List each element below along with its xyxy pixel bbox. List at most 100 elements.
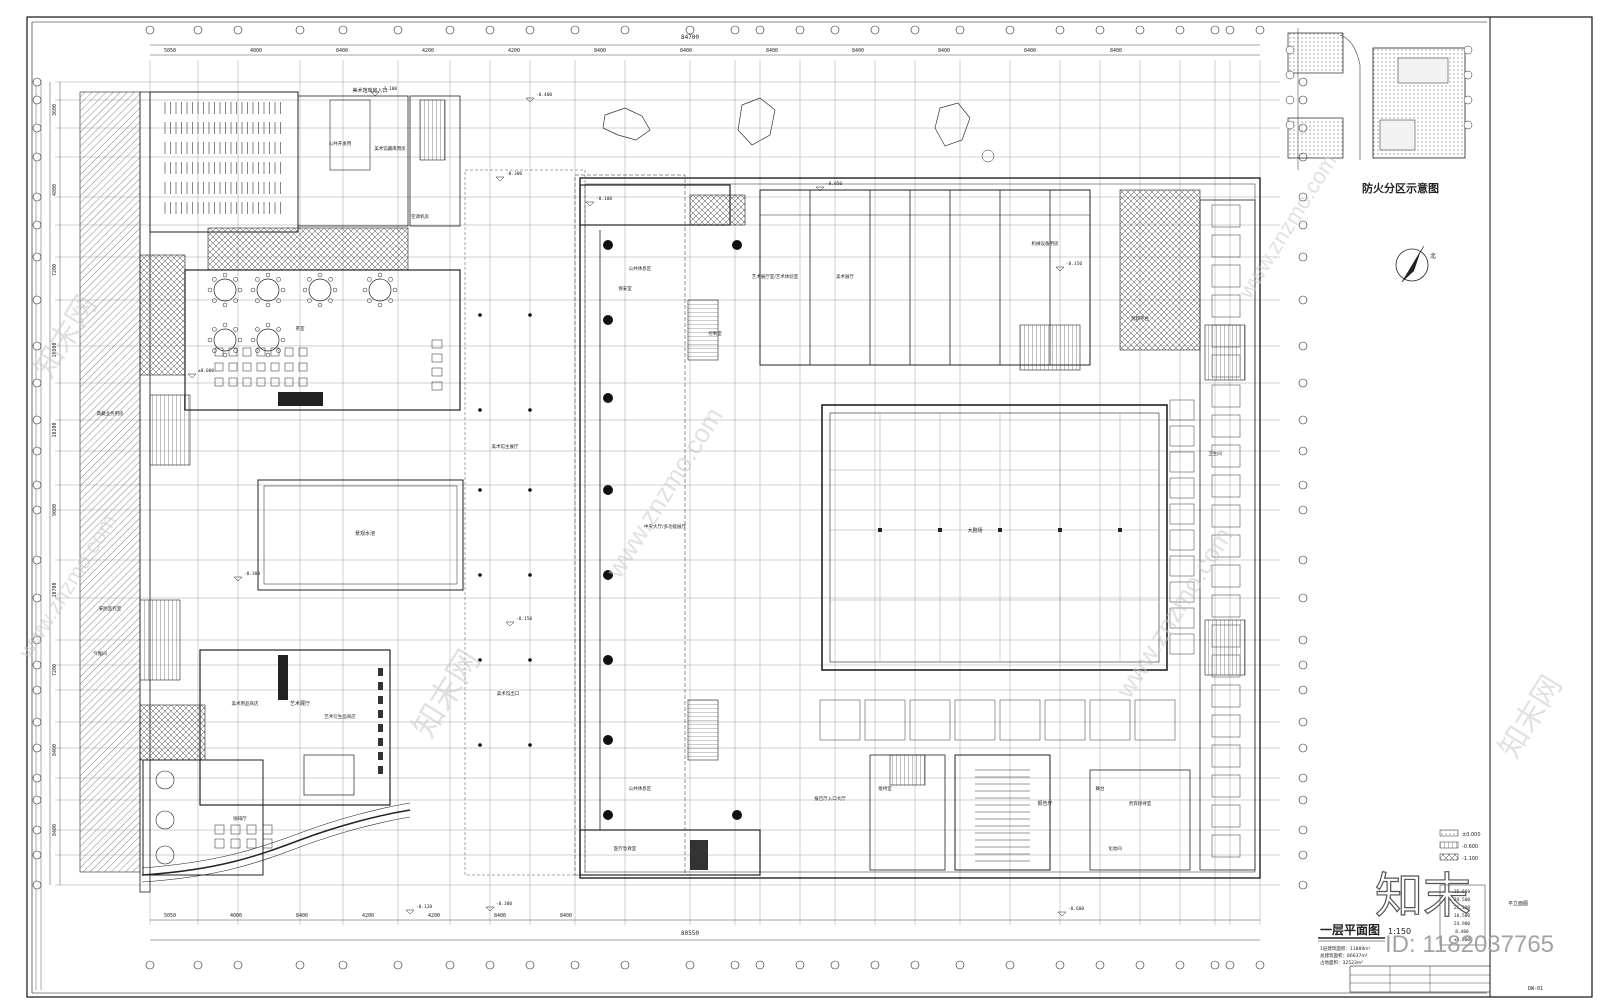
watermark-url: www.znzmo.com: [1109, 522, 1238, 704]
grid-bubble: [685, 960, 695, 970]
chair: [276, 277, 281, 282]
service-room: [1169, 451, 1195, 473]
service-room: [1211, 534, 1241, 558]
keyplan-bubble: [1463, 120, 1473, 130]
grid-axis-bubbles: [32, 25, 1308, 970]
plan-stat: 占地面积：32523m²: [1320, 959, 1363, 966]
pool-outline: [257, 479, 464, 591]
chair: [237, 337, 243, 343]
chair: [222, 272, 228, 278]
grid-bubble: [1055, 25, 1065, 35]
curved-facade: [141, 809, 411, 876]
cafe-table: [246, 824, 257, 835]
grid-bubble: [32, 77, 42, 87]
grid-bubble: [32, 95, 42, 105]
dimension-text: 8400: [336, 48, 348, 54]
grid-bubble: [1135, 960, 1145, 970]
chair: [233, 327, 238, 332]
grid-bubble: [570, 960, 580, 970]
lower-room: [1044, 699, 1086, 741]
room-label: 化妆间: [1108, 845, 1122, 852]
chair: [377, 272, 383, 278]
grid-bubble: [32, 378, 42, 388]
dining-table: [270, 362, 280, 372]
shop-block: [199, 649, 391, 806]
grid-bubble: [755, 25, 765, 35]
dining-table: [214, 362, 224, 372]
grid-bubble: [32, 295, 42, 305]
room-label: 公共休息区: [629, 265, 652, 272]
chair: [276, 298, 281, 303]
chair: [328, 298, 333, 303]
brand-sub-note: 平立面图: [1508, 900, 1528, 907]
atrium-column: [732, 810, 742, 820]
dining-table: [298, 377, 308, 387]
room-label: 美术用品商店: [232, 700, 259, 707]
keyplan-bubble: [1285, 45, 1295, 55]
chair: [233, 298, 238, 303]
grid-bubble: [193, 25, 203, 35]
atrium-column: [603, 393, 613, 403]
round-table: [155, 770, 175, 790]
shelf: [378, 696, 383, 704]
atrium-post: [528, 658, 532, 662]
chair: [265, 272, 271, 278]
service-room: [1211, 654, 1241, 678]
studio-column: [1118, 528, 1122, 532]
grid-bubble: [620, 25, 630, 35]
grid-bubble: [445, 960, 455, 970]
round-table: [256, 328, 280, 352]
elevation-mark: -0.300: [233, 571, 260, 582]
elevation-mark: -0.300: [485, 901, 512, 912]
landscape-rock: [602, 107, 651, 141]
service-room: [1211, 774, 1241, 798]
grid-bubble: [32, 593, 42, 603]
atrium-column: [603, 655, 613, 665]
dimension-text: 8400: [296, 913, 308, 919]
round-table: [213, 328, 237, 352]
room-label: 接待室: [878, 785, 892, 792]
elevation-value: -0.050: [826, 181, 843, 187]
dimension-text: 8400: [494, 913, 506, 919]
service-room: [1211, 264, 1241, 288]
elevation-mark: -1.100: [370, 86, 397, 97]
grid-bubble: [485, 25, 495, 35]
grid-bubble: [830, 960, 840, 970]
room-label: 美术馆库房入口: [352, 87, 387, 94]
chair: [255, 277, 260, 282]
grid-bubble: [393, 960, 403, 970]
grid-bubble: [620, 960, 630, 970]
elevation-triangle: [187, 373, 197, 379]
grid-bubble: [295, 25, 305, 35]
grid-bubble: [32, 446, 42, 456]
dining-table: [298, 362, 308, 372]
keyplan-bubble: [1285, 95, 1295, 105]
dimension-text: 4000: [230, 913, 242, 919]
north-arrow: [1395, 245, 1429, 283]
dining-table: [431, 367, 443, 377]
grid-bubble: [32, 717, 42, 727]
grid-bubble: [1055, 960, 1065, 970]
dining-table: [228, 377, 238, 387]
revision-table: [1349, 965, 1491, 993]
east-wing-outline: [579, 177, 1261, 879]
dimension-text: 8400: [680, 48, 692, 54]
cafe-table: [262, 824, 273, 835]
room-label: 报告厅入口大厅: [814, 795, 846, 802]
service-room: [1169, 477, 1195, 499]
grid-bubble: [338, 960, 348, 970]
room-label: 大剧场: [967, 527, 982, 534]
keyplan-title: 防火分区示意图: [1362, 181, 1439, 195]
dining-table: [270, 347, 280, 357]
grid-bubble: [1255, 960, 1265, 970]
grid-bubble: [1298, 341, 1308, 351]
grid-bubble: [32, 743, 42, 753]
dimension-text: 8400: [52, 744, 58, 756]
elevation-triangle: [233, 576, 243, 582]
grid-bubble: [730, 25, 740, 35]
studio-column: [878, 528, 882, 532]
grid-bubble: [1298, 850, 1308, 860]
grid-bubble: [32, 192, 42, 202]
grid-bubble: [525, 960, 535, 970]
grid-bubble: [485, 960, 495, 970]
